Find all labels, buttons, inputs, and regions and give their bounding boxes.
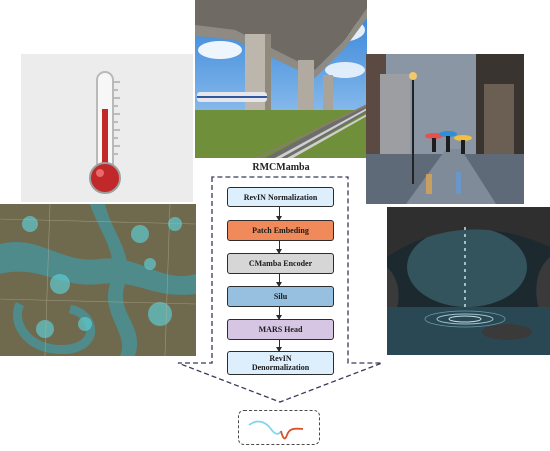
water-drip-image: [387, 207, 550, 355]
thermometer-image: [21, 54, 193, 202]
thermometer-icon: [21, 54, 193, 202]
arrow-2: [276, 241, 282, 254]
forecast-curve-icon: [248, 420, 304, 440]
stage-revin-denormalization: RevIN Denormalization: [227, 351, 334, 375]
rainy-street-image: [366, 54, 524, 204]
flood-map-image: [0, 204, 196, 356]
railway-bridge-photo: [195, 0, 367, 158]
railway-bridge-image: [195, 0, 367, 158]
flood-map-image-art: [0, 204, 196, 356]
stage-silu: Silu: [227, 286, 334, 307]
stage-revin-normalization: RevIN Normalization: [227, 187, 334, 207]
stage-cmamba-encoder: CMamba Encoder: [227, 253, 334, 274]
arrow-5: [276, 340, 282, 352]
output-forecast-box: [238, 410, 320, 445]
arrow-3: [276, 274, 282, 287]
arrow-4: [276, 307, 282, 320]
water-drip-photo: [387, 207, 550, 355]
stage-patch-embedding: Patch Embeding: [227, 220, 334, 241]
diagram-title: RMCMamba: [252, 162, 310, 173]
stage-mars-head: MARS Head: [227, 319, 334, 340]
arrow-1: [276, 207, 282, 221]
rainy-street-photo: [366, 54, 524, 204]
